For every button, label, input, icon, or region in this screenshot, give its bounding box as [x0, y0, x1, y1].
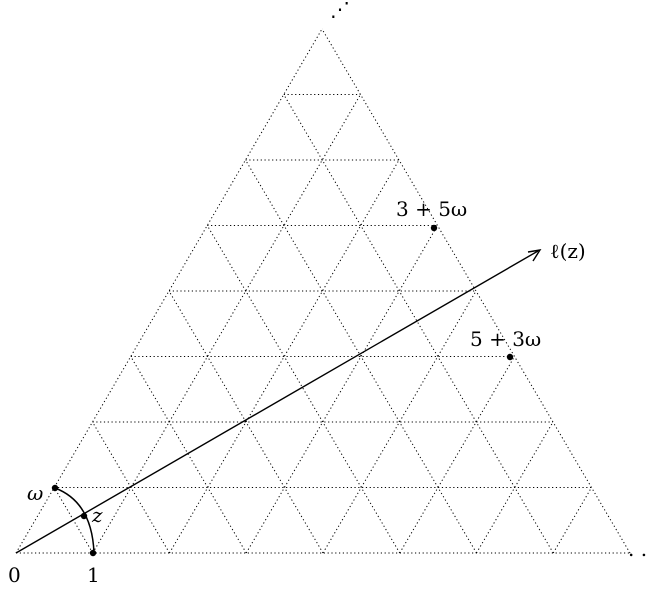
label-z: z — [91, 503, 103, 527]
label-line-l-of-z: ℓ(z) — [550, 239, 586, 263]
point-omega — [51, 484, 59, 492]
point-one — [89, 549, 97, 557]
unit-circle-arc — [54, 487, 95, 554]
grid-line-omega — [245, 225, 438, 554]
ellipsis-top: ⋰ — [330, 0, 350, 21]
label-omega: ω — [27, 481, 43, 505]
grid-line-omega — [552, 487, 592, 554]
grid-line-omega — [15, 28, 323, 554]
grid-line-omega — [476, 421, 554, 554]
grid-line-diagonal — [206, 225, 401, 554]
label-origin: 0 — [8, 563, 21, 587]
grid-line-omega — [92, 94, 361, 554]
grid-line-diagonal — [283, 94, 554, 554]
label-one: 1 — [87, 563, 100, 587]
lattice-grid — [15, 28, 631, 554]
point-3-plus-5-omega — [430, 224, 438, 232]
point-z — [80, 512, 88, 520]
line-arrowhead — [527, 249, 542, 262]
line-l-of-z — [15, 250, 539, 554]
grid-line-diagonal — [130, 356, 247, 554]
grid-line-diagonal — [321, 28, 631, 554]
label-5-plus-3-omega: 5 + 3ω — [470, 327, 541, 351]
point-5-plus-3-omega — [506, 353, 514, 361]
label-3-plus-5-omega: 3 + 5ω — [396, 197, 467, 221]
grid-line-omega — [322, 290, 477, 554]
grid-line-omega — [399, 356, 515, 554]
ellipsis-right: . . — [628, 537, 647, 561]
